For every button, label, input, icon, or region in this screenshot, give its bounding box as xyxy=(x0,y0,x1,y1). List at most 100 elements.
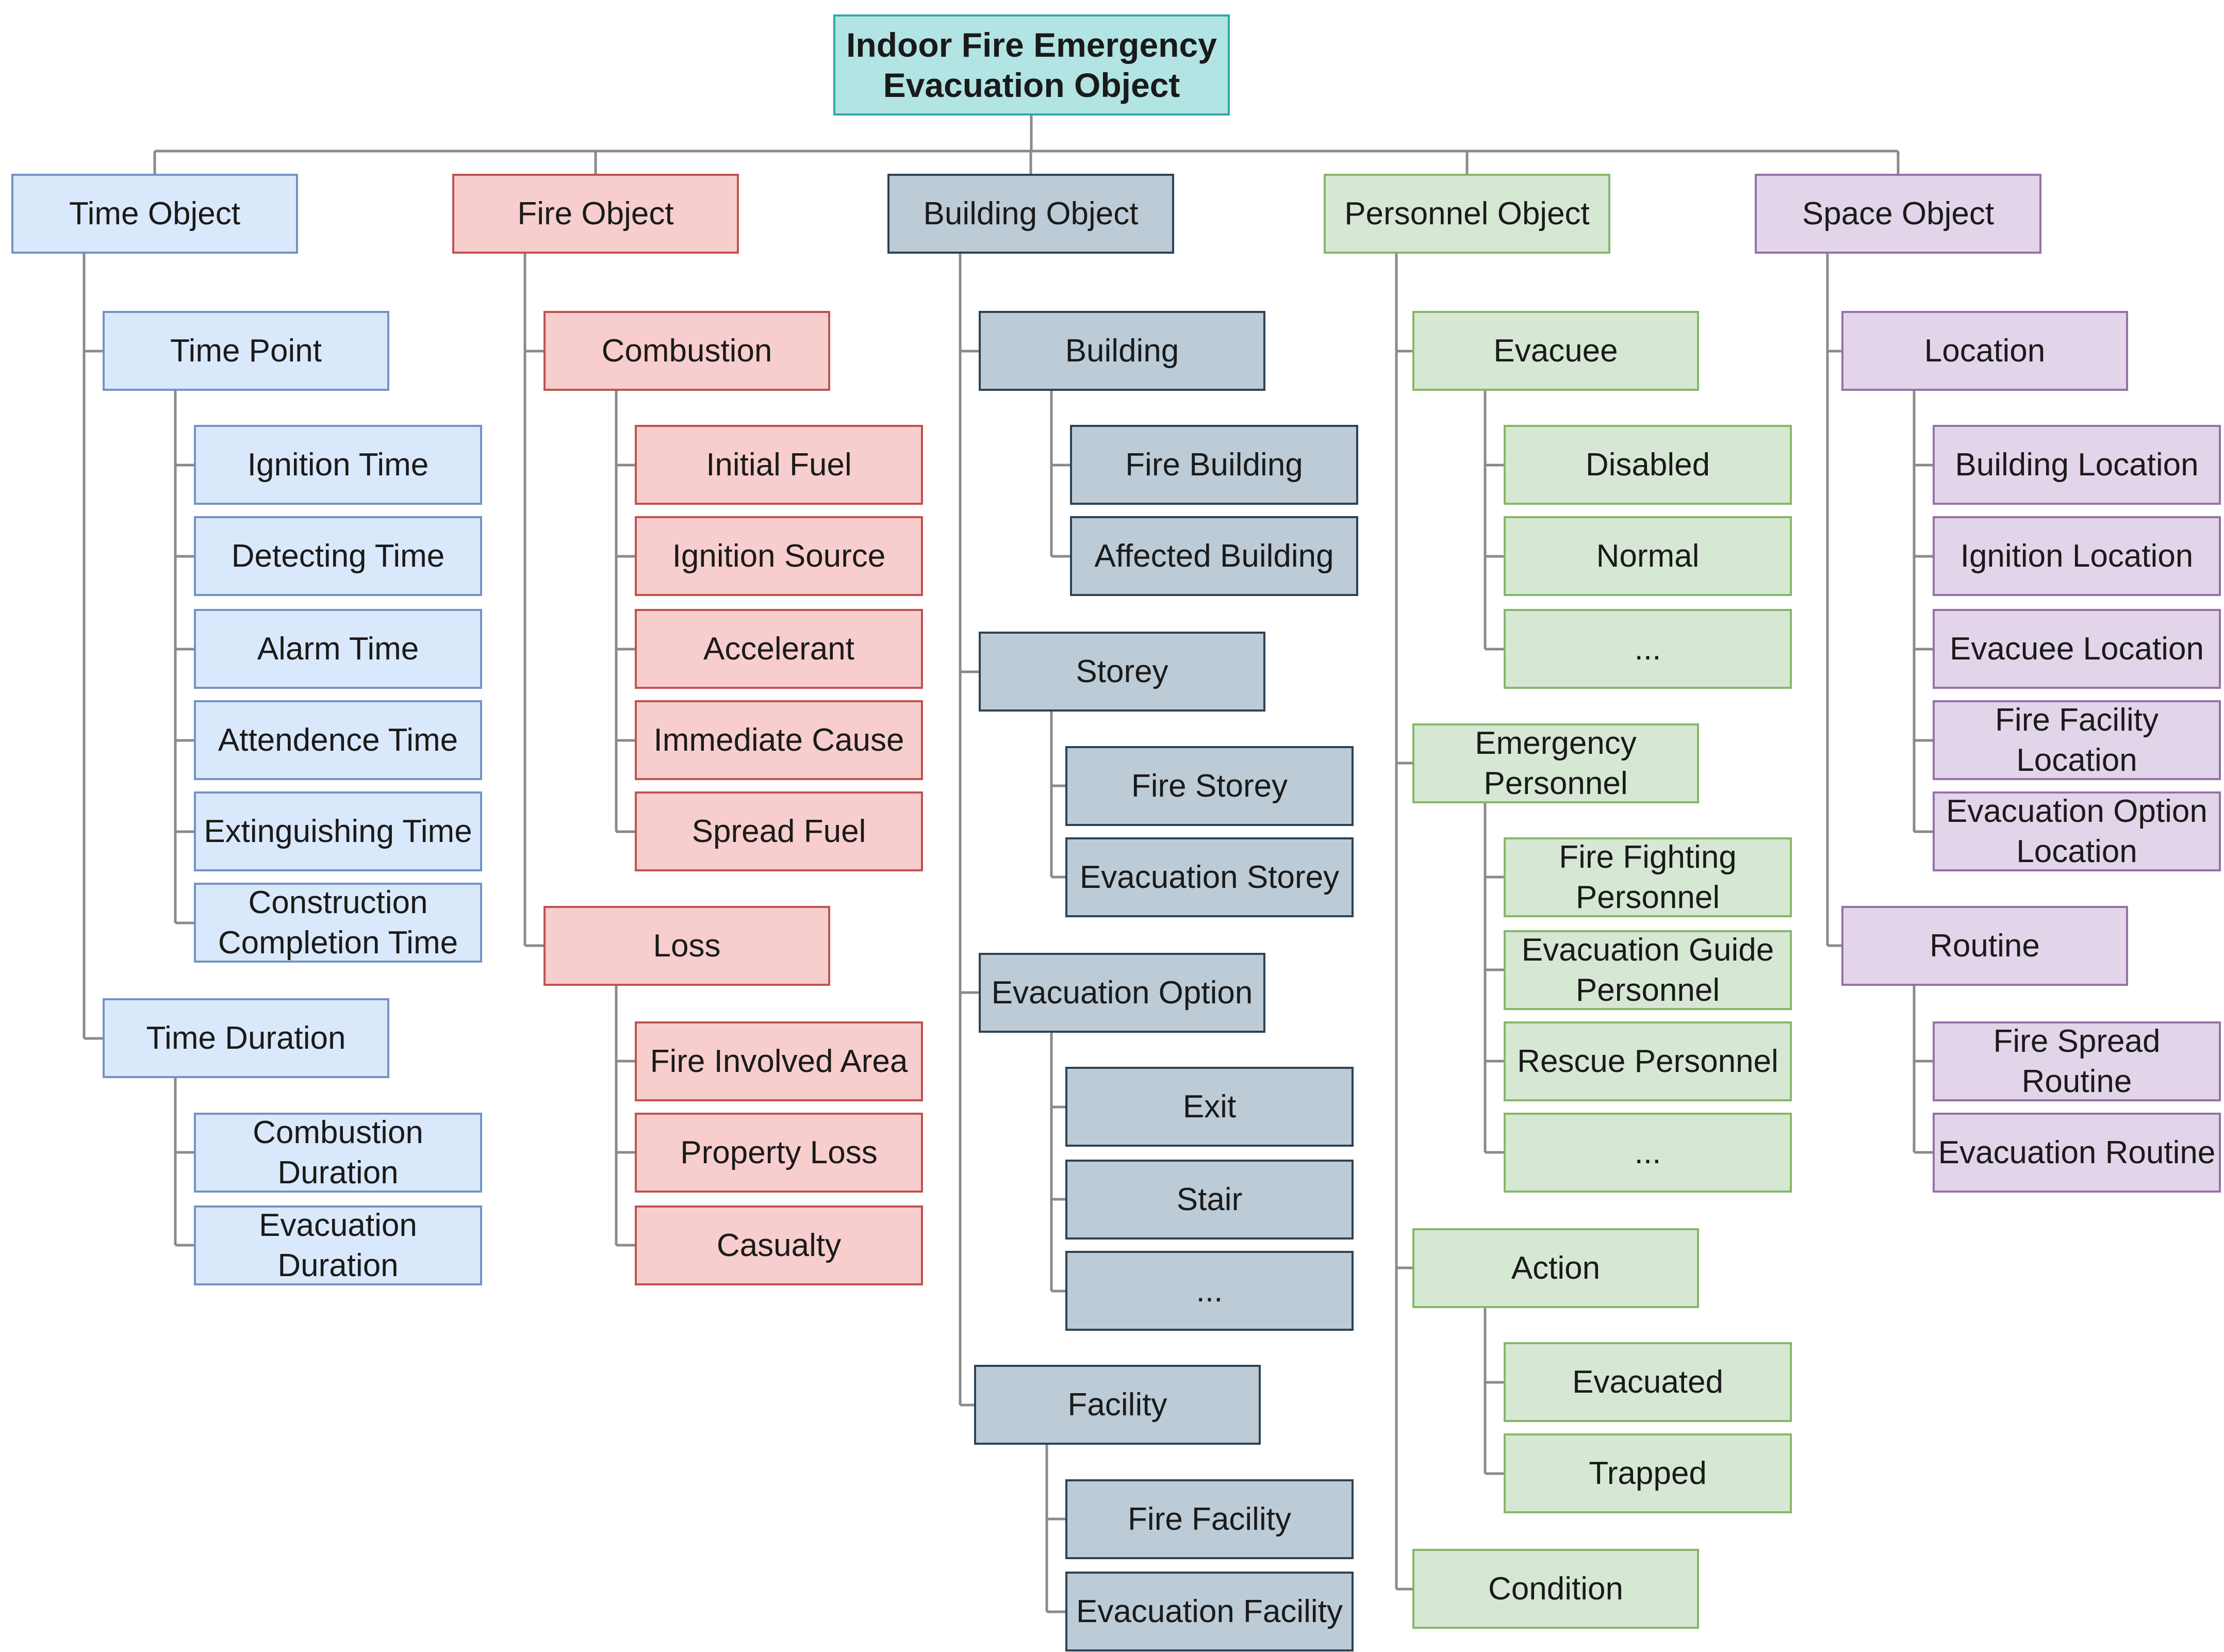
node-label-ignition-source: Ignition Source xyxy=(672,538,886,574)
node-ignition-time: Ignition Time xyxy=(194,425,482,505)
node-disabled: Disabled xyxy=(1504,425,1792,505)
node-ignition-source: Ignition Source xyxy=(635,516,923,596)
node-spread-fuel: Spread Fuel xyxy=(635,791,923,871)
node-label-spread-fuel: Spread Fuel xyxy=(691,813,866,849)
node-label-immediate-cause: Immediate Cause xyxy=(653,722,904,758)
node-immediate-cause: Immediate Cause xyxy=(635,700,923,780)
node-trapped: Trapped xyxy=(1504,1433,1792,1513)
node-label-evacuation-storey: Evacuation Storey xyxy=(1079,859,1340,895)
node-label-affected-building: Affected Building xyxy=(1094,538,1334,574)
node-label-exit: Exit xyxy=(1182,1088,1237,1125)
node-label-building: Building xyxy=(1065,333,1179,369)
node-evacuee-ellipsis: ... xyxy=(1504,609,1792,689)
node-label-time-object: Time Object xyxy=(69,195,240,232)
node-time-duration: Time Duration xyxy=(103,998,389,1078)
node-building-location: Building Location xyxy=(1933,425,2221,505)
node-detecting-time: Detecting Time xyxy=(194,516,482,596)
node-label-combustion-duration: Combustion Duration xyxy=(253,1114,423,1191)
node-label-loss: Loss xyxy=(653,928,721,964)
node-fire-facility-location: Fire Facility Location xyxy=(1933,700,2221,780)
node-label-trapped: Trapped xyxy=(1589,1455,1707,1491)
node-label-evacuee-location: Evacuee Location xyxy=(1950,631,2204,667)
node-evacuation-routine: Evacuation Routine xyxy=(1933,1113,2221,1193)
node-building-ellipsis: ... xyxy=(1065,1251,1354,1331)
node-label-ignition-time: Ignition Time xyxy=(247,447,429,483)
node-evacuation-facility: Evacuation Facility xyxy=(1065,1572,1354,1651)
node-fire-object: Fire Object xyxy=(452,174,739,254)
node-label-initial-fuel: Initial Fuel xyxy=(706,447,852,483)
node-time-point: Time Point xyxy=(103,311,389,391)
node-label-evacuation-duration: Evacuation Duration xyxy=(259,1207,417,1283)
node-personnel-ellipsis: ... xyxy=(1504,1113,1792,1193)
node-personnel-object: Personnel Object xyxy=(1324,174,1610,254)
node-label-time-duration: Time Duration xyxy=(146,1020,346,1056)
node-initial-fuel: Initial Fuel xyxy=(635,425,923,505)
node-evacuation-option-location: Evacuation Option Location xyxy=(1933,791,2221,871)
node-label-rescue-personnel: Rescue Personnel xyxy=(1517,1043,1778,1079)
node-label-ignition-location: Ignition Location xyxy=(1960,538,2194,574)
node-fire-involved-area: Fire Involved Area xyxy=(635,1021,923,1101)
node-label-detecting-time: Detecting Time xyxy=(231,538,445,574)
node-facility: Facility xyxy=(974,1365,1261,1445)
node-label-fire-involved-area: Fire Involved Area xyxy=(650,1043,908,1079)
node-label-evacuation-guide-personnel: Evacuation Guide Personnel xyxy=(1521,932,1774,1008)
node-label-time-point: Time Point xyxy=(170,333,322,369)
node-label-routine: Routine xyxy=(1930,928,2040,964)
node-label-stair: Stair xyxy=(1176,1181,1243,1217)
node-label-evacuation-option: Evacuation Option xyxy=(991,974,1253,1011)
node-label-accelerant: Accelerant xyxy=(703,631,854,667)
node-label-evacuation-option-location: Evacuation Option Location xyxy=(1946,793,2207,869)
node-alarm-time: Alarm Time xyxy=(194,609,482,689)
node-label-evacuated: Evacuated xyxy=(1572,1364,1723,1400)
node-label-combustion: Combustion xyxy=(601,333,772,369)
node-label-extinguishing-time: Extinguishing Time xyxy=(204,813,472,849)
node-location: Location xyxy=(1841,311,2128,391)
node-label-personnel-ellipsis: ... xyxy=(1634,1134,1661,1170)
node-evacuation-duration: Evacuation Duration xyxy=(194,1205,482,1285)
node-storey: Storey xyxy=(979,632,1265,712)
node-label-personnel-object: Personnel Object xyxy=(1344,195,1590,232)
node-label-casualty: Casualty xyxy=(716,1227,842,1263)
node-affected-building: Affected Building xyxy=(1070,516,1358,596)
node-fire-spread-routine: Fire Spread Routine xyxy=(1933,1021,2221,1101)
node-evacuee: Evacuee xyxy=(1412,311,1699,391)
node-label-fire-spread-routine: Fire Spread Routine xyxy=(1993,1023,2161,1099)
node-root: Indoor Fire Emergency Evacuation Object xyxy=(833,14,1230,115)
node-label-root: Indoor Fire Emergency Evacuation Object xyxy=(846,26,1217,104)
node-loss: Loss xyxy=(543,906,830,986)
node-attendence-time: Attendence Time xyxy=(194,700,482,780)
node-building-object: Building Object xyxy=(887,174,1174,254)
node-space-object: Space Object xyxy=(1755,174,2041,254)
node-evacuee-location: Evacuee Location xyxy=(1933,609,2221,689)
node-label-building-location: Building Location xyxy=(1955,447,2199,483)
node-label-alarm-time: Alarm Time xyxy=(257,631,419,667)
node-evacuation-guide-personnel: Evacuation Guide Personnel xyxy=(1504,930,1792,1010)
node-extinguishing-time: Extinguishing Time xyxy=(194,791,482,871)
node-time-object: Time Object xyxy=(11,174,298,254)
node-building: Building xyxy=(979,311,1265,391)
node-fire-building: Fire Building xyxy=(1070,425,1358,505)
node-ignition-location: Ignition Location xyxy=(1933,516,2221,596)
node-label-evacuee: Evacuee xyxy=(1493,333,1618,369)
node-label-space-object: Space Object xyxy=(1802,195,1995,232)
node-combustion-duration: Combustion Duration xyxy=(194,1113,482,1193)
node-fire-storey: Fire Storey xyxy=(1065,746,1354,826)
node-label-evacuation-facility: Evacuation Facility xyxy=(1076,1593,1343,1629)
node-label-fire-object: Fire Object xyxy=(517,195,674,232)
node-label-evacuation-routine: Evacuation Routine xyxy=(1938,1134,2216,1170)
node-evacuation-storey: Evacuation Storey xyxy=(1065,837,1354,917)
node-label-fire-storey: Fire Storey xyxy=(1131,768,1288,804)
node-casualty: Casualty xyxy=(635,1205,923,1285)
node-label-location: Location xyxy=(1924,333,2046,369)
node-label-construction-completion-time: Construction Completion Time xyxy=(218,884,458,961)
node-routine: Routine xyxy=(1841,906,2128,986)
node-label-normal: Normal xyxy=(1596,538,1700,574)
node-label-fire-fighting-personnel: Fire Fighting Personnel xyxy=(1559,839,1737,915)
node-condition: Condition xyxy=(1412,1549,1699,1629)
node-construction-completion-time: Construction Completion Time xyxy=(194,883,482,963)
node-label-fire-facility-location: Fire Facility Location xyxy=(1995,702,2159,778)
node-action: Action xyxy=(1412,1228,1699,1308)
node-label-fire-facility: Fire Facility xyxy=(1128,1501,1291,1537)
node-exit: Exit xyxy=(1065,1067,1354,1147)
node-label-building-object: Building Object xyxy=(923,195,1139,232)
